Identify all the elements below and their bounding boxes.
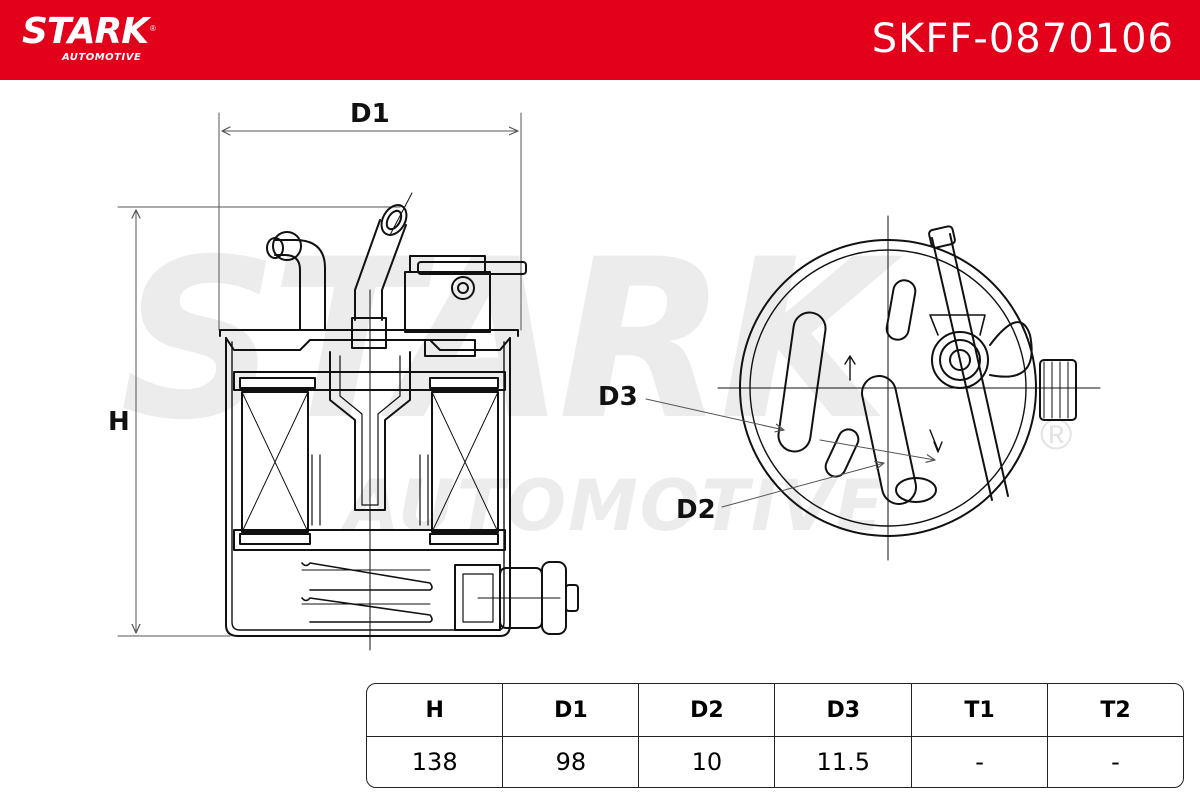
h-label: H (108, 407, 130, 437)
side-view (117, 112, 579, 651)
logo-registered-mark: ® (150, 24, 156, 33)
spec-value-d1: 98 (503, 737, 640, 787)
d3-label: D3 (598, 382, 638, 412)
spec-table: H D1 D2 D3 T1 T2 138 98 10 11.5 - - (366, 683, 1184, 788)
watermark-logo: STARK (120, 212, 890, 468)
spec-header-t2: T2 (1048, 684, 1183, 737)
spec-value-t1: - (912, 737, 1048, 787)
spec-header-t1: T1 (912, 684, 1048, 737)
spec-header-h: H (367, 684, 504, 737)
spec-header-d1: D1 (503, 684, 640, 737)
stark-logo: STARK AUTOMOTIVE (22, 11, 149, 64)
spec-header-d3: D3 (775, 684, 913, 737)
logo-sub: AUTOMOTIVE (62, 52, 142, 63)
d1-label: D1 (350, 99, 390, 129)
watermark-registered-mark: ® (1040, 410, 1073, 459)
spec-value-t2: - (1111, 748, 1120, 776)
spec-value-h: 138 (367, 737, 504, 787)
spec-header-row: H D1 D2 D3 T1 T2 (367, 684, 1183, 737)
header-bar: STARK AUTOMOTIVE ® SKFF-0870106 (0, 0, 1200, 80)
top-view (645, 215, 1101, 561)
spec-value-row: 138 98 10 11.5 - - (367, 737, 1183, 787)
spec-value-d3: 11.5 (775, 737, 913, 787)
spec-header-d2: D2 (639, 684, 776, 737)
spec-value-d2: 10 (639, 737, 776, 787)
part-number: SKFF-0870106 (871, 16, 1174, 62)
fuel-filter-drawing (117, 112, 1101, 651)
logo-brand: STARK (22, 11, 149, 52)
d2-label: D2 (676, 495, 716, 525)
